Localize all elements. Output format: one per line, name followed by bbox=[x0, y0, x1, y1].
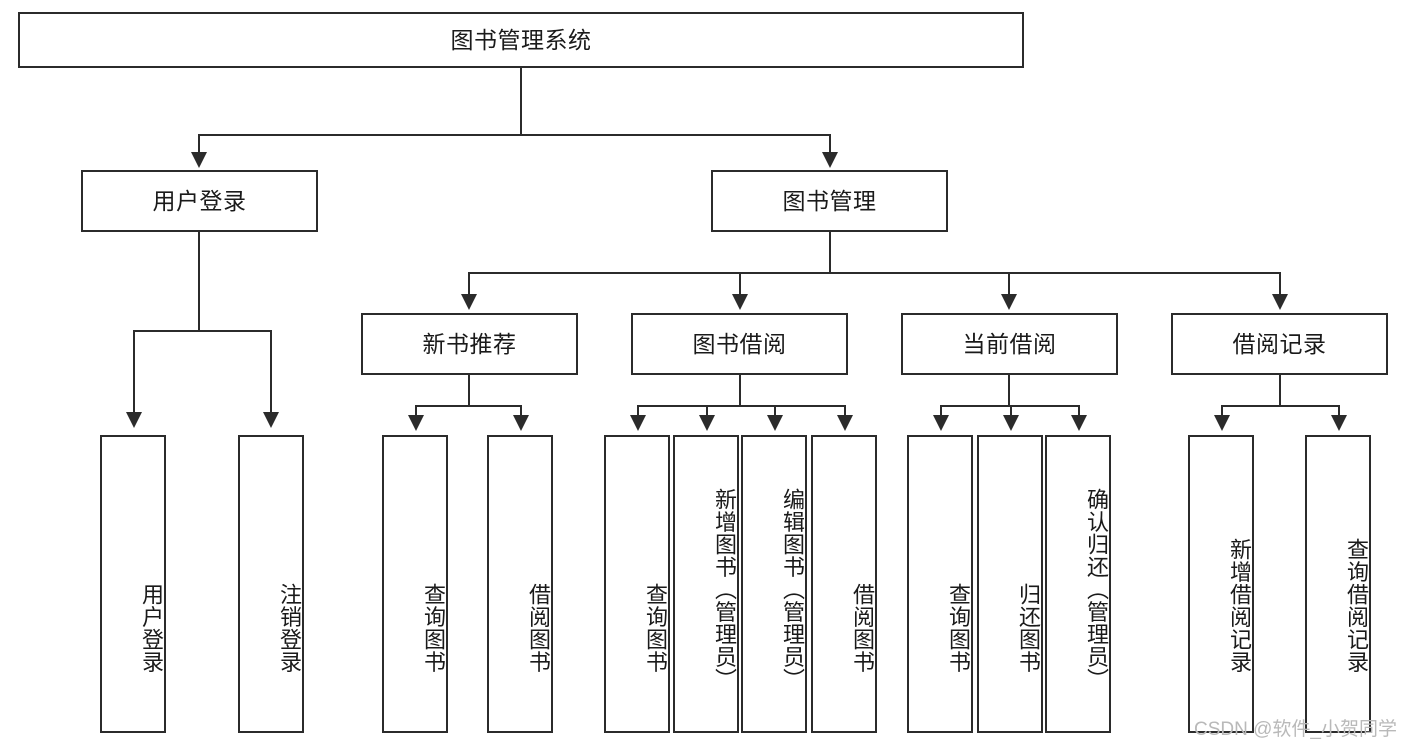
node-label: 确认归还（管理员） bbox=[1084, 487, 1109, 691]
node-label: 注销登录 bbox=[277, 583, 302, 673]
node-label: 查询图书 bbox=[421, 583, 446, 673]
node-label: 新增图书（管理员） bbox=[712, 487, 737, 691]
connector-book-borrow-bus bbox=[637, 405, 846, 407]
leaf-current-borrow-query-book[interactable]: 查询图书 bbox=[907, 435, 973, 733]
connector-book-management-stem bbox=[829, 232, 831, 274]
connector-user-login-to-leaf-2 bbox=[270, 330, 272, 414]
node-label: 借阅图书 bbox=[850, 583, 875, 673]
connector-borrow-record-stem bbox=[1279, 375, 1281, 407]
arrowhead-bb-to-leaf-2 bbox=[699, 415, 715, 431]
connector-new-book-bus bbox=[415, 405, 522, 407]
arrowhead-cb-to-leaf-1 bbox=[933, 415, 949, 431]
arrowhead-user-login-to-leaf-2 bbox=[263, 412, 279, 428]
connector-borrow-record-bus bbox=[1221, 405, 1340, 407]
node-label: 借阅图书 bbox=[526, 583, 551, 673]
node-label: 当前借阅 bbox=[962, 330, 1057, 357]
arrowhead-nb-to-leaf-1 bbox=[408, 415, 424, 431]
arrowhead-bb-to-leaf-4 bbox=[837, 415, 853, 431]
arrowhead-br-to-leaf-1 bbox=[1214, 415, 1230, 431]
node-new-book-recommend[interactable]: 新书推荐 bbox=[361, 313, 578, 375]
connector-cb-to-leaf-3 bbox=[1078, 405, 1080, 417]
node-label: 编辑图书（管理员） bbox=[780, 487, 805, 691]
arrowhead-root-to-book-management bbox=[822, 152, 838, 168]
node-label: 查询图书 bbox=[643, 583, 668, 673]
leaf-book-borrow-add-book-admin[interactable]: 新增图书（管理员） bbox=[673, 435, 739, 733]
leaf-book-borrow-query-book[interactable]: 查询图书 bbox=[604, 435, 670, 733]
leaf-new-book-query-book[interactable]: 查询图书 bbox=[382, 435, 448, 733]
arrowhead-cb-to-leaf-2 bbox=[1003, 415, 1019, 431]
arrowhead-bm-to-book-borrow bbox=[732, 294, 748, 310]
node-label: 查询图书 bbox=[946, 583, 971, 673]
connector-cb-to-leaf-1 bbox=[940, 405, 942, 417]
arrowhead-bm-to-borrow-record bbox=[1272, 294, 1288, 310]
node-label: 图书管理系统 bbox=[450, 26, 592, 53]
node-book-borrow[interactable]: 图书借阅 bbox=[631, 313, 848, 375]
node-label: 用户登录 bbox=[152, 187, 247, 214]
connector-bm-to-book-borrow bbox=[739, 272, 741, 296]
connector-bm-to-current-borrow bbox=[1008, 272, 1010, 296]
connector-br-to-leaf-1 bbox=[1221, 405, 1223, 417]
node-book-management[interactable]: 图书管理 bbox=[711, 170, 948, 232]
connector-bb-to-leaf-4 bbox=[844, 405, 846, 417]
arrowhead-cb-to-leaf-3 bbox=[1071, 415, 1087, 431]
node-current-borrow[interactable]: 当前借阅 bbox=[901, 313, 1118, 375]
connector-bb-to-leaf-2 bbox=[706, 405, 708, 417]
leaf-user-login-login[interactable]: 用户登录 bbox=[100, 435, 166, 733]
leaf-borrow-record-query-record[interactable]: 查询借阅记录 bbox=[1305, 435, 1371, 733]
connector-root-bus bbox=[198, 134, 830, 136]
connector-new-book-stem bbox=[468, 375, 470, 407]
connector-bm-to-borrow-record bbox=[1279, 272, 1281, 296]
arrowhead-br-to-leaf-2 bbox=[1331, 415, 1347, 431]
node-borrow-record[interactable]: 借阅记录 bbox=[1171, 313, 1388, 375]
leaf-user-login-logout[interactable]: 注销登录 bbox=[238, 435, 304, 733]
connector-bm-to-new-book bbox=[468, 272, 470, 296]
node-label: 归还图书 bbox=[1016, 583, 1041, 673]
arrowhead-bb-to-leaf-3 bbox=[767, 415, 783, 431]
connector-root-stem bbox=[520, 68, 522, 136]
node-label: 新书推荐 bbox=[422, 330, 517, 357]
node-label: 借阅记录 bbox=[1232, 330, 1327, 357]
connector-user-login-to-leaf-1 bbox=[133, 330, 135, 414]
leaf-new-book-borrow-book[interactable]: 借阅图书 bbox=[487, 435, 553, 733]
connector-book-management-bus bbox=[468, 272, 1280, 274]
connector-cb-to-leaf-2 bbox=[1010, 405, 1012, 417]
node-root-book-management-system[interactable]: 图书管理系统 bbox=[18, 12, 1024, 68]
connector-br-to-leaf-2 bbox=[1338, 405, 1340, 417]
connector-bb-to-leaf-1 bbox=[637, 405, 639, 417]
arrowhead-nb-to-leaf-2 bbox=[513, 415, 529, 431]
connector-nb-to-leaf-1 bbox=[415, 405, 417, 417]
node-label: 查询借阅记录 bbox=[1344, 537, 1369, 673]
node-user-login[interactable]: 用户登录 bbox=[81, 170, 318, 232]
arrowhead-bm-to-new-book bbox=[461, 294, 477, 310]
connector-book-borrow-stem bbox=[739, 375, 741, 407]
arrowhead-root-to-user-login bbox=[191, 152, 207, 168]
arrowhead-bm-to-current-borrow bbox=[1001, 294, 1017, 310]
leaf-book-borrow-borrow-book[interactable]: 借阅图书 bbox=[811, 435, 877, 733]
leaf-current-borrow-confirm-return-admin[interactable]: 确认归还（管理员） bbox=[1045, 435, 1111, 733]
connector-root-to-user-login bbox=[198, 134, 200, 154]
leaf-borrow-record-add-record[interactable]: 新增借阅记录 bbox=[1188, 435, 1254, 733]
node-label: 图书管理 bbox=[782, 187, 877, 214]
connector-user-login-bus bbox=[133, 330, 271, 332]
leaf-book-borrow-edit-book-admin[interactable]: 编辑图书（管理员） bbox=[741, 435, 807, 733]
connector-root-to-book-management bbox=[829, 134, 831, 154]
node-label: 图书借阅 bbox=[692, 330, 787, 357]
node-label: 用户登录 bbox=[139, 583, 164, 673]
leaf-current-borrow-return-book[interactable]: 归还图书 bbox=[977, 435, 1043, 733]
arrowhead-bb-to-leaf-1 bbox=[630, 415, 646, 431]
arrowhead-user-login-to-leaf-1 bbox=[126, 412, 142, 428]
node-label: 新增借阅记录 bbox=[1227, 537, 1252, 673]
connector-nb-to-leaf-2 bbox=[520, 405, 522, 417]
connector-current-borrow-stem bbox=[1008, 375, 1010, 407]
connector-bb-to-leaf-3 bbox=[774, 405, 776, 417]
connector-user-login-stem bbox=[198, 232, 200, 332]
